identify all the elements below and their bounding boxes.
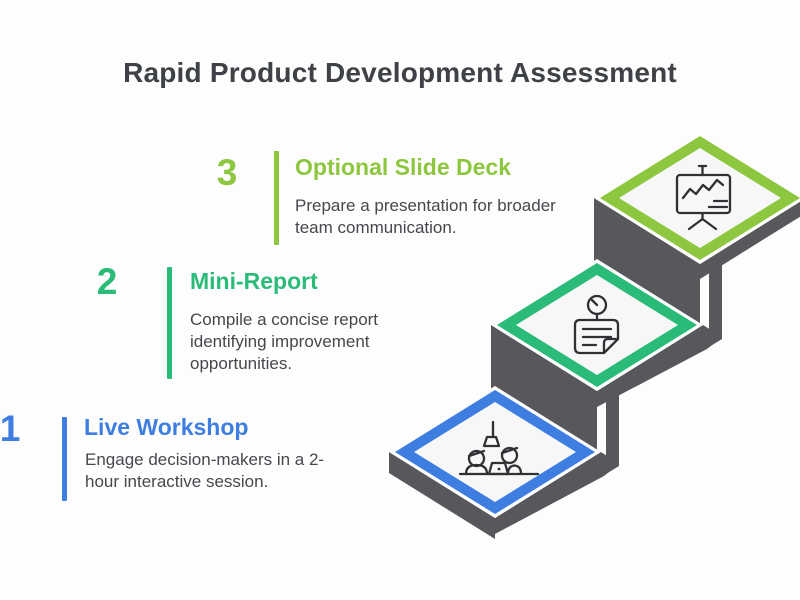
- step-2-number: 2: [96, 261, 118, 302]
- step-1-accent-bar: [62, 417, 67, 501]
- step-3-accent-bar: [274, 151, 279, 245]
- step-2-block: [491, 259, 722, 474]
- step-1-block: [389, 386, 619, 539]
- step-3-number: 3: [216, 152, 238, 193]
- step-2-heading: Mini-Report: [190, 268, 318, 294]
- step-2-description: Compile a concise report identifying imp…: [190, 310, 379, 373]
- pinned-note-icon: [573, 294, 620, 355]
- step-3-description: Prepare a presentation for broader team …: [295, 196, 556, 237]
- step-3-heading: Optional Slide Deck: [295, 154, 511, 180]
- step-1-description: Engage decision-makers in a 2-hour inter…: [85, 450, 325, 491]
- page-title: Rapid Product Development Assessment: [123, 57, 677, 88]
- presentation-chart-icon: [675, 164, 732, 231]
- step-3-block: [594, 132, 800, 347]
- workshop-people-icon: [458, 420, 540, 476]
- step-2-accent-bar: [167, 267, 172, 379]
- step-1-number: 1: [0, 408, 21, 449]
- step-1-heading: Live Workshop: [84, 414, 249, 440]
